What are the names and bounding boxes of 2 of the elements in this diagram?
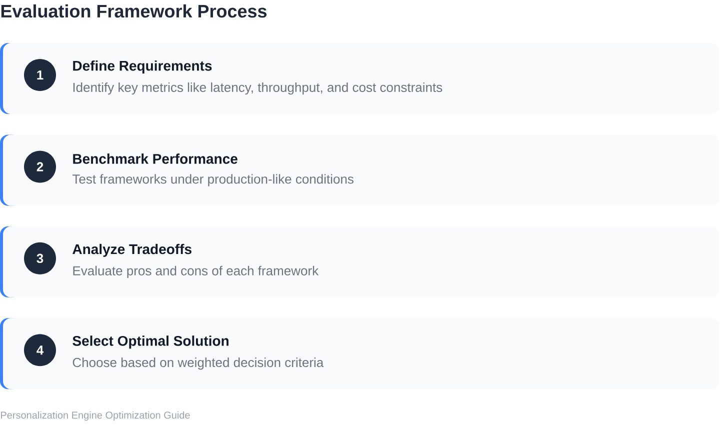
caption: Personalization Engine Optimization Guide — [1, 411, 190, 421]
title: Evaluation Framework Process — [1, 4, 267, 18]
